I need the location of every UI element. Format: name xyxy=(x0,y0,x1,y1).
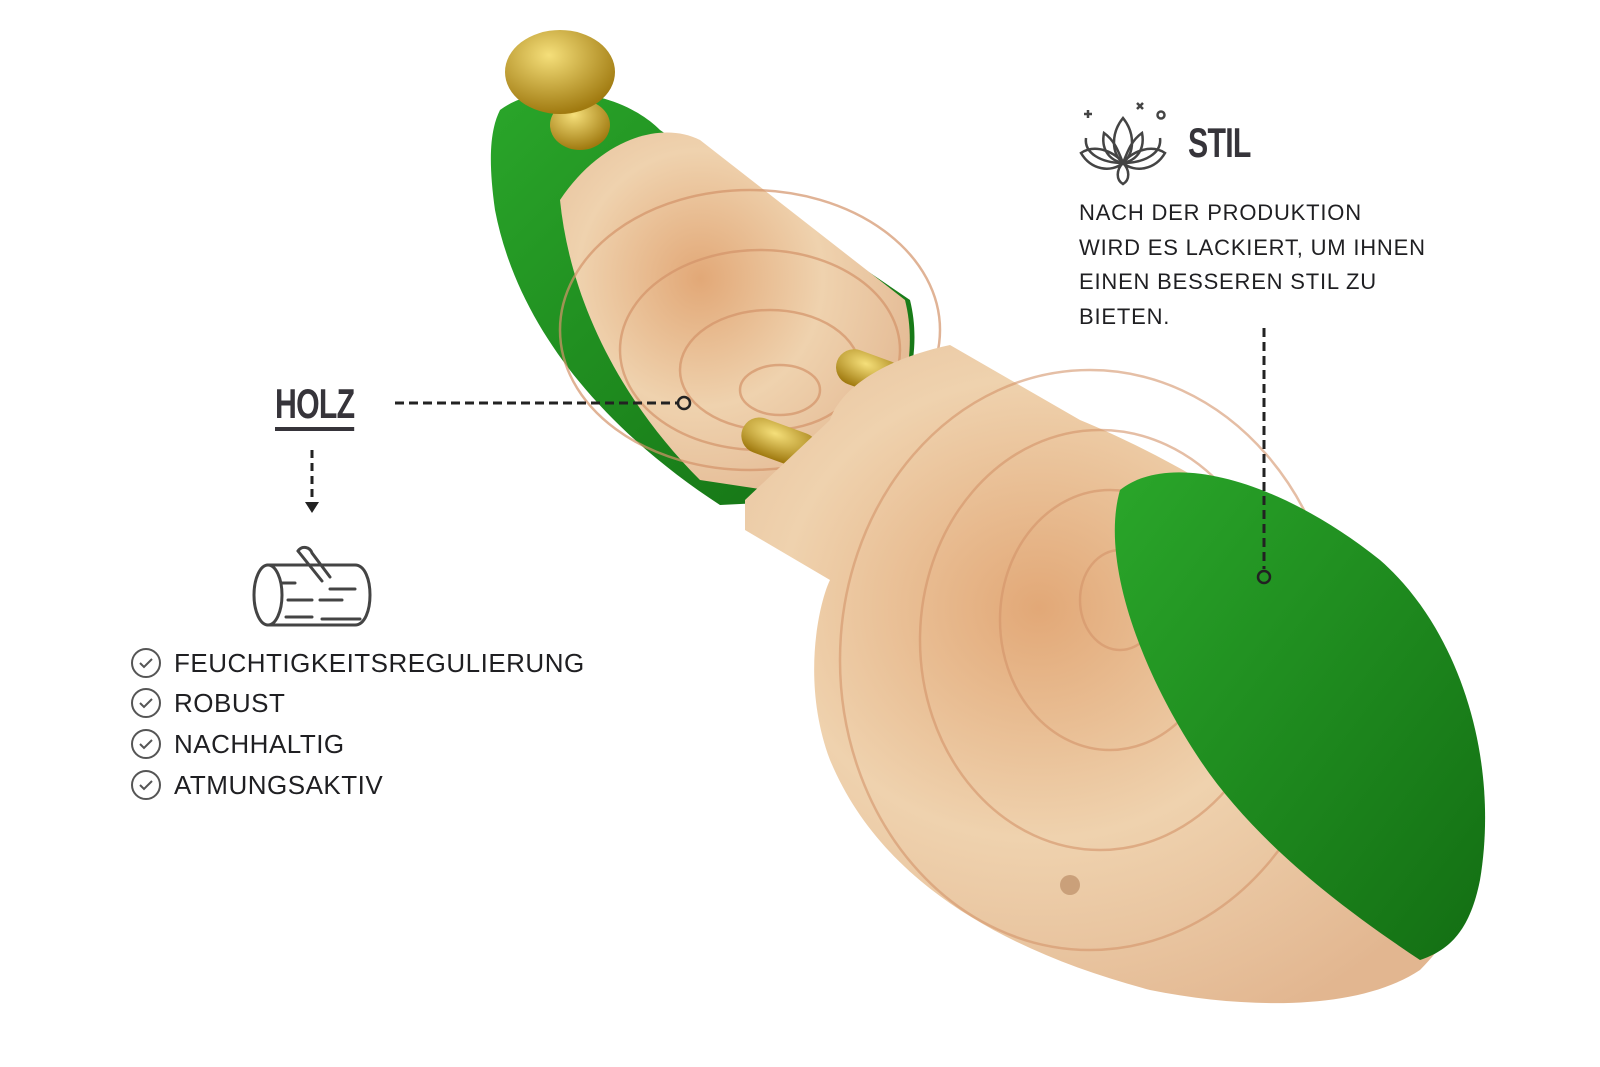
stil-pointer-line xyxy=(1256,328,1272,585)
holz-pointer-line xyxy=(395,395,692,411)
check-circle-icon xyxy=(131,688,161,718)
feature-label: FEUCHTIGKEITSREGULIERUNG xyxy=(174,647,585,678)
wood-log-icon xyxy=(252,545,372,627)
feature-label: NACHHALTIG xyxy=(174,728,345,759)
feature-item: NACHHALTIG xyxy=(130,728,345,760)
feature-label: ROBUST xyxy=(174,687,286,718)
check-circle-icon xyxy=(131,770,161,800)
stil-heading: STIL xyxy=(1188,119,1251,166)
arrow-down-icon xyxy=(305,450,319,513)
stil-description: NACH DER PRODUKTION WIRD ES LACKIERT, UM… xyxy=(1079,196,1499,334)
check-circle-icon xyxy=(131,648,161,678)
feature-item: FEUCHTIGKEITSREGULIERUNG xyxy=(130,647,585,679)
feature-item: ROBUST xyxy=(130,687,285,719)
feature-label: ATMUNGSAKTIV xyxy=(174,769,384,800)
description-line: BIETEN. xyxy=(1079,303,1171,329)
description-line: NACH DER PRODUKTION xyxy=(1079,200,1362,225)
feature-item: ATMUNGSAKTIV xyxy=(130,769,383,801)
description-line: WIRD ES LACKIERT, UM IHNEN xyxy=(1079,234,1426,260)
check-circle-icon xyxy=(131,729,161,759)
description-line: EINEN BESSEREN STIL ZU xyxy=(1079,269,1377,294)
lotus-flower-icon xyxy=(1079,102,1167,186)
holz-heading: HOLZ xyxy=(275,383,355,431)
